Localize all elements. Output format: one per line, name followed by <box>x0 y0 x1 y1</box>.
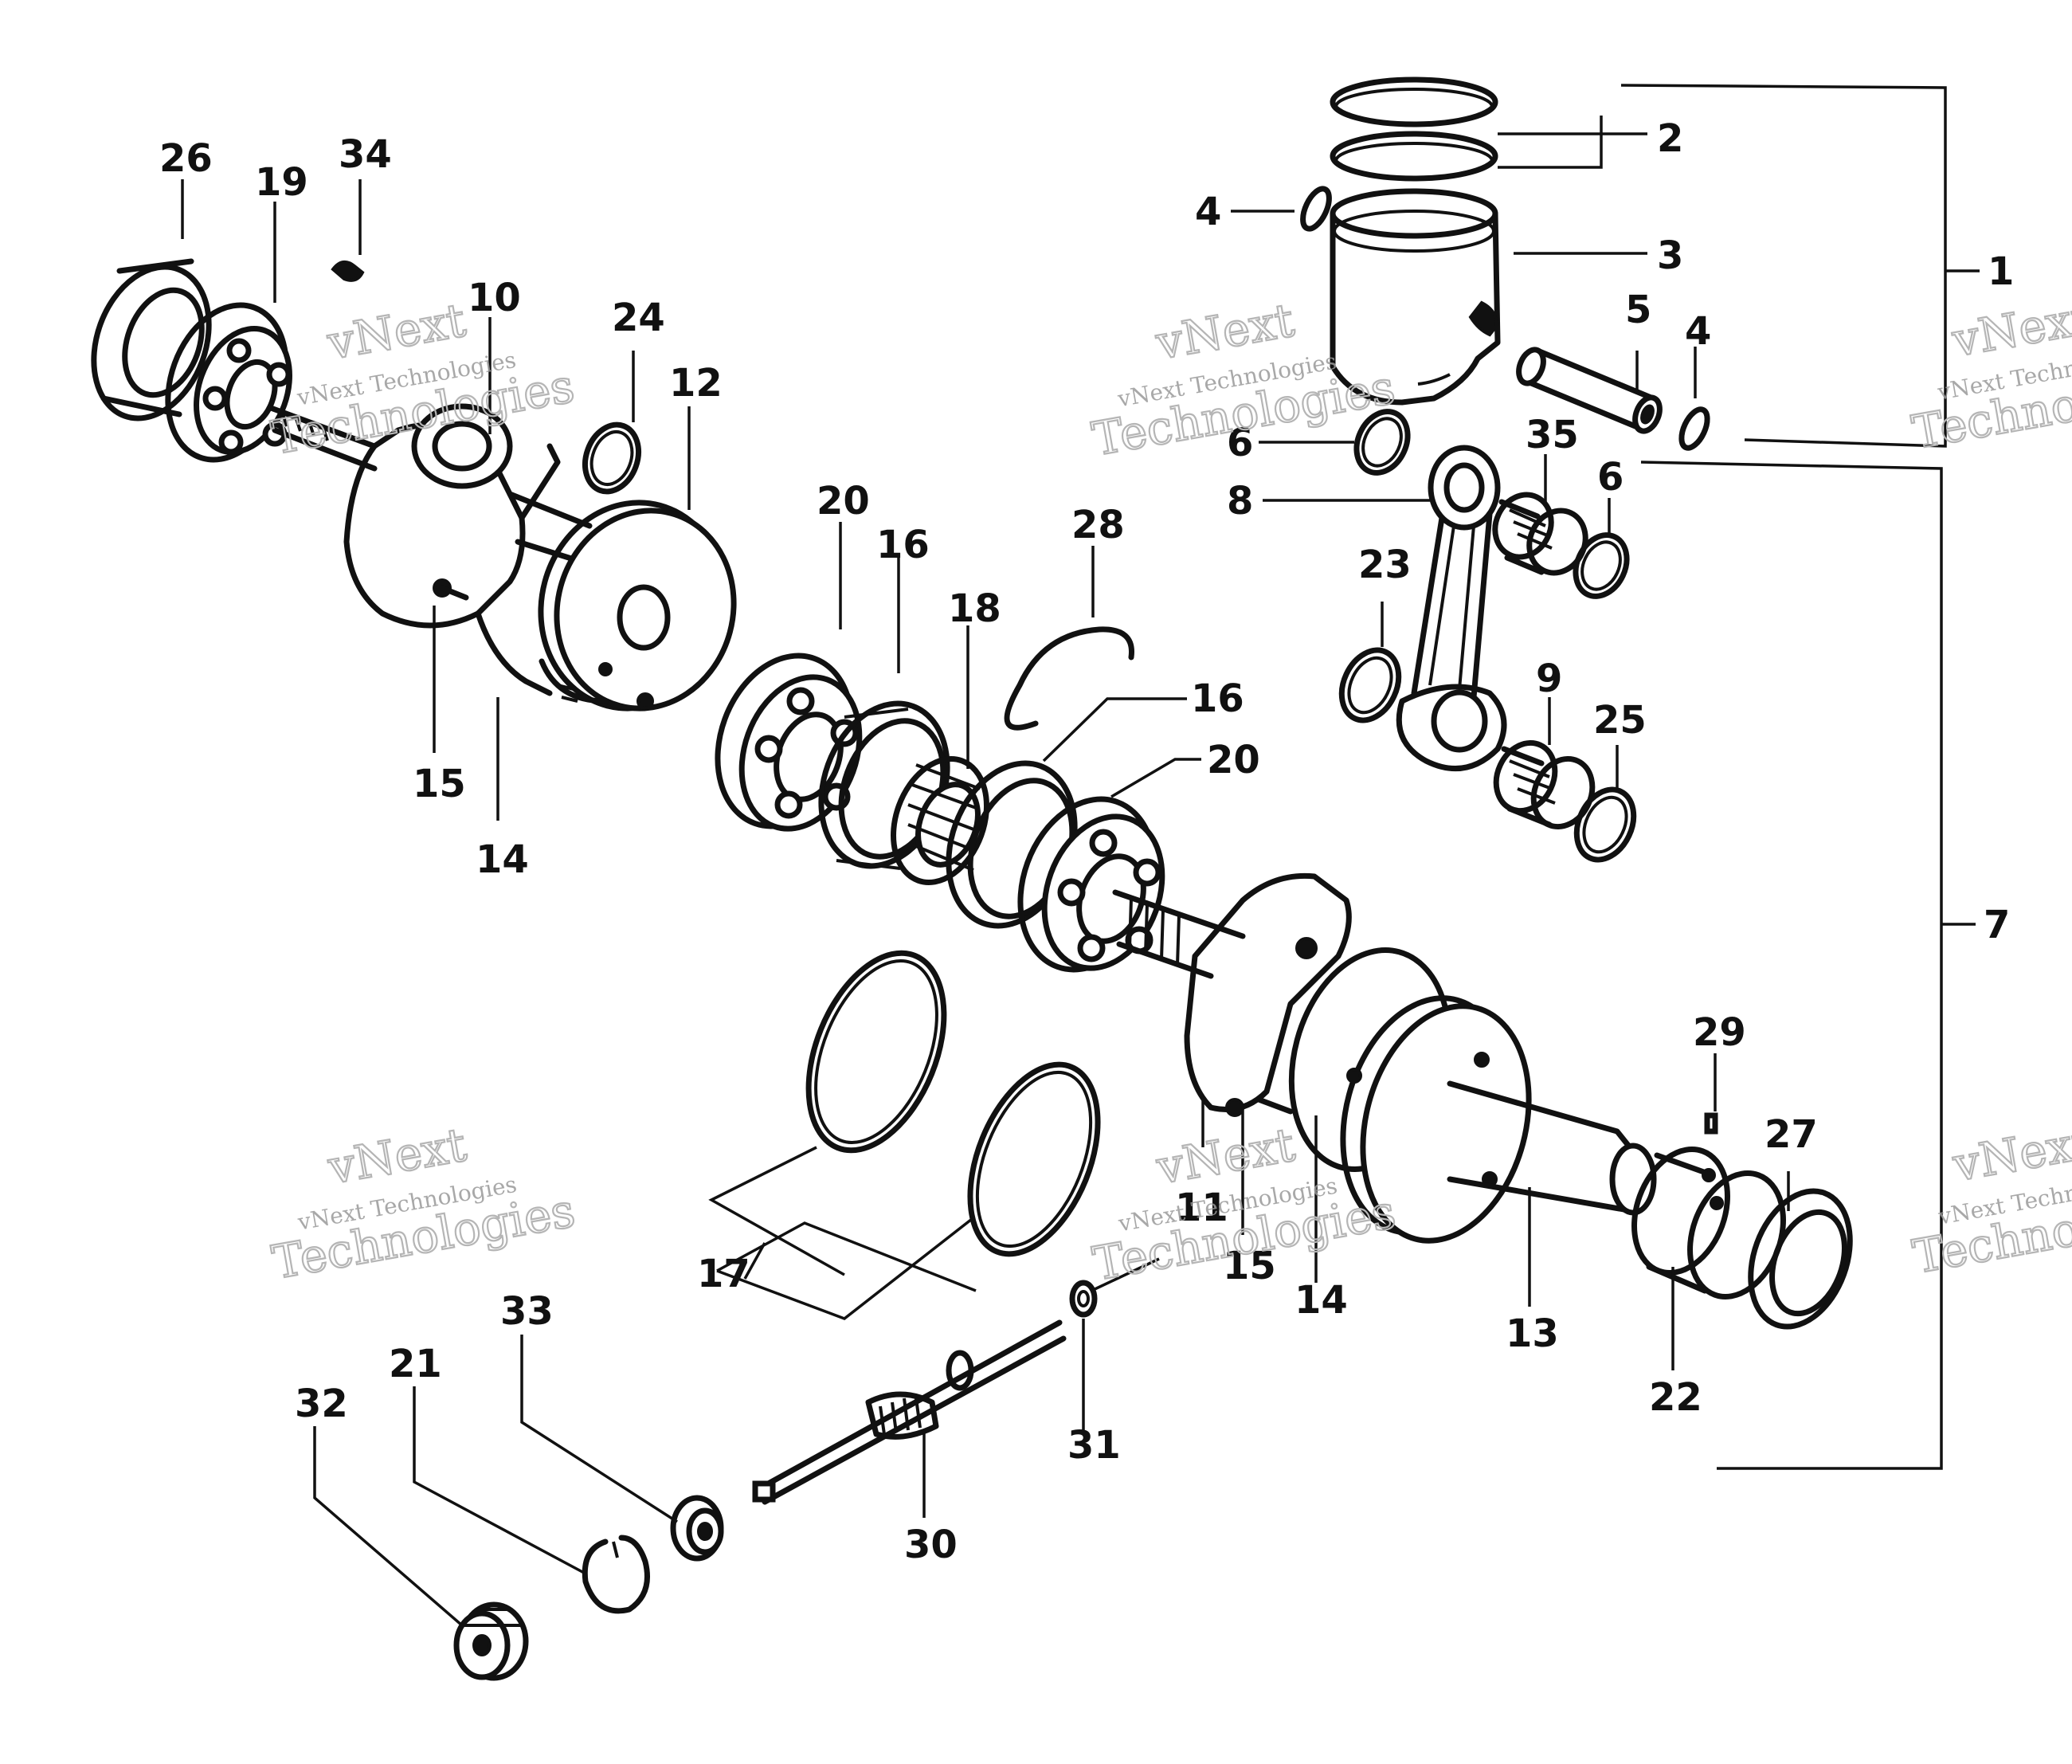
callout-numbers: 1 2 3 4 4 5 6 6 7 8 9 10 11 12 13 14 14 … <box>159 116 2014 1567</box>
circlip-28 <box>1004 626 1134 731</box>
watermark-bottom-right-edge: vNext vNext Techn Technologies <box>1908 1114 2072 1285</box>
callout-8: 8 <box>1227 479 1253 523</box>
callout-4-left: 4 <box>1195 190 1221 234</box>
callout-16-top: 16 <box>876 523 930 567</box>
callout-22: 22 <box>1649 1375 1702 1420</box>
gear-32 <box>453 1601 529 1681</box>
shim-24 <box>582 421 641 495</box>
callout-14-right: 14 <box>1295 1278 1348 1323</box>
needle-bearing-small-end <box>1492 492 1588 576</box>
piston-ring-upper <box>1330 76 1498 127</box>
circlip-upper-left <box>1300 186 1332 232</box>
callout-26: 26 <box>159 136 213 181</box>
ball-bearing-left <box>165 302 292 463</box>
callout-5: 5 <box>1625 288 1651 332</box>
callout-23: 23 <box>1358 543 1412 587</box>
thrust-washer-big-end-right <box>1573 786 1637 863</box>
callout-27: 27 <box>1765 1112 1818 1157</box>
callout-21: 21 <box>389 1342 442 1386</box>
callout-9: 9 <box>1536 657 1562 701</box>
thrust-washer-small-end-right <box>1573 532 1630 599</box>
assembly-bracket-7 <box>1640 461 1976 1470</box>
dowel-pin-29 <box>1704 1112 1718 1135</box>
callout-1: 1 <box>1988 249 2014 294</box>
connecting-rod <box>1396 445 1507 772</box>
svg-text:vNext: vNext <box>1948 290 2072 367</box>
pin-right-web <box>1255 1096 1294 1115</box>
watermark-bottom-center: vNext vNext Technologies Technologies <box>1088 1116 1400 1292</box>
callout-19: 19 <box>255 160 308 205</box>
callout-25: 25 <box>1593 698 1647 743</box>
callout-15-left: 15 <box>413 762 466 806</box>
crank-web-right-outer <box>1184 872 1352 1117</box>
callout-34: 34 <box>339 132 392 177</box>
circlip-right <box>1678 406 1710 451</box>
watermark-top-right-edge: vNext vNext Techn Technologies <box>1907 289 2072 461</box>
callout-24: 24 <box>612 296 665 340</box>
callout-35: 35 <box>1526 413 1579 457</box>
callout-28: 28 <box>1071 503 1125 547</box>
piston <box>1330 188 1501 406</box>
washer-31 <box>1069 1280 1098 1318</box>
bearing-33 <box>670 1495 724 1562</box>
oil-seal-27 <box>1748 1188 1853 1330</box>
callout-20-top: 20 <box>817 479 870 523</box>
crank-web-right-inner <box>1288 947 1532 1244</box>
watermark-top-left: vNext vNext Technologies Technologies <box>267 292 579 465</box>
callout-18: 18 <box>948 586 1001 631</box>
callout-29: 29 <box>1693 1010 1746 1055</box>
piston-pin <box>1516 347 1663 434</box>
callout-20-mid: 20 <box>1207 738 1260 782</box>
ball-bearing-left-outer-seal <box>91 258 212 421</box>
watermark-bottom-left: vNext vNext Technologies Technologies <box>268 1116 580 1290</box>
drive-gear-shaft <box>752 1319 1067 1505</box>
circlip-21 <box>582 1535 650 1614</box>
assembly-bracket-1 <box>1620 84 1980 448</box>
callout-15-right: 15 <box>1223 1244 1276 1288</box>
callout-3: 3 <box>1657 233 1683 278</box>
leader-lines <box>181 116 1790 1627</box>
seal-ring-17-right <box>967 1061 1101 1257</box>
watermark-top-center: vNext vNext Technologies Technologies <box>1087 292 1400 467</box>
callout-32: 32 <box>295 1382 348 1426</box>
ball-bearing-center-1 <box>715 653 863 832</box>
callout-17: 17 <box>697 1252 750 1296</box>
pin-left-web <box>439 585 469 601</box>
callout-10: 10 <box>468 276 521 320</box>
crankshaft-left-shaft <box>268 405 378 472</box>
callout-6-left: 6 <box>1227 421 1253 465</box>
thrust-washer-small-end-left <box>1353 409 1411 476</box>
callout-12: 12 <box>669 361 723 406</box>
ball-bearing-center-2 <box>1017 796 1165 973</box>
thrust-washer-big-end-left <box>1338 647 1402 723</box>
seal-ring-17-left <box>805 950 947 1154</box>
callout-14-left: 14 <box>476 837 529 882</box>
callout-13: 13 <box>1506 1311 1559 1356</box>
crank-web-left-inner <box>475 500 737 711</box>
woodruff-key <box>331 260 365 282</box>
callout-11: 11 <box>1175 1186 1228 1230</box>
callout-16-mid: 16 <box>1191 676 1244 721</box>
callout-4-right: 4 <box>1685 309 1711 354</box>
crankshaft-right-shaft <box>1447 1080 1657 1216</box>
piston-ring-lower <box>1330 131 1498 182</box>
svg-text:vNext: vNext <box>1949 1115 2072 1192</box>
callout-2: 2 <box>1657 116 1683 161</box>
callout-30: 30 <box>904 1523 958 1567</box>
callout-7: 7 <box>1984 903 2010 947</box>
callout-31: 31 <box>1067 1423 1121 1468</box>
callout-33: 33 <box>500 1289 554 1334</box>
crank-web-left <box>343 403 561 629</box>
callout-6-right: 6 <box>1597 455 1624 500</box>
